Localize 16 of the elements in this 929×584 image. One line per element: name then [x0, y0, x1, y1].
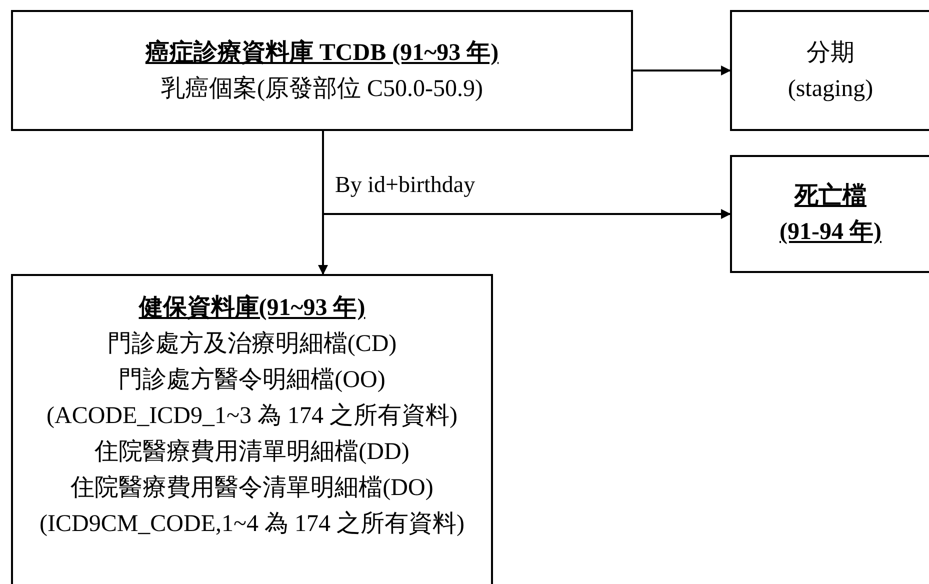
box-text: 門診處方及治療明細檔(CD)	[107, 330, 397, 359]
arrow	[633, 66, 731, 76]
process-box	[730, 10, 929, 131]
process-box	[11, 10, 633, 131]
box-heading: 健保資料庫(91~93 年)	[138, 293, 366, 323]
process-box	[11, 274, 493, 584]
box-heading: 癌症診療資料庫 TCDB (91~93 年)	[145, 38, 499, 68]
box-text: (ACODE_ICD9_1~3 為 174 之所有資料)	[46, 402, 458, 431]
box-text: 門診處方醫令明細檔(OO)	[118, 366, 386, 395]
box-text: 住院醫療費用清單明細檔(DD)	[94, 438, 410, 467]
box-text: (ICD9CM_CODE,1~4 為 174 之所有資料)	[40, 510, 464, 539]
box-text: 乳癌個案(原發部位 C50.0-50.9)	[161, 74, 483, 104]
process-box	[730, 155, 929, 273]
box-text: 分期 (staging)	[786, 38, 874, 104]
box-heading: 死亡檔 (91-94 年)	[778, 181, 882, 247]
box-text: 住院醫療費用醫令清單明細檔(DO)	[70, 474, 434, 503]
